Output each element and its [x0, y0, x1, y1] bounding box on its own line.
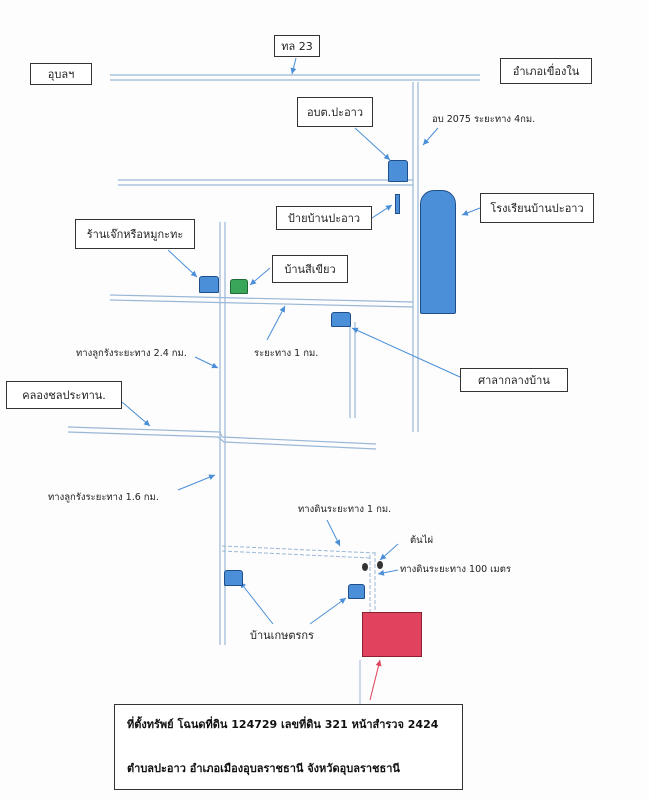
arrow-farmer-right	[309, 597, 347, 625]
arrow-canal	[121, 401, 151, 427]
arrow-dirt-1km	[326, 519, 341, 547]
road-2075	[412, 82, 419, 432]
arrow-sala	[351, 327, 461, 378]
khueang-nai-label: อำเภอเขื่องใน	[500, 58, 592, 84]
sala-label: ศาลากลางบ้าน	[460, 368, 568, 392]
village-sign-label: ป้ายบ้านปะอาว	[276, 206, 372, 230]
dirt-road-1km	[221, 545, 376, 559]
arrow-school	[461, 207, 481, 216]
arrow-ub2075	[422, 127, 439, 146]
sala-building	[331, 312, 351, 327]
caption-line-1: ที่ตั้งทรัพย์ โฉนดที่ดิน 124729 เลขที่ดิ…	[127, 718, 439, 731]
arrow-gravel-24	[194, 356, 219, 369]
upper-cross-road	[118, 179, 413, 186]
arrow-tree	[379, 543, 399, 561]
village-sign-post	[395, 194, 400, 214]
ubon-label: อุบลฯ	[30, 63, 92, 85]
canal-label: คลองชลประทาน.	[6, 381, 122, 409]
ub2075-label: อบ 2075 ระยะทาง 4กม.	[432, 114, 536, 125]
highway-23-road	[110, 74, 480, 81]
shop-label: ร้านเจ๊กหรือหมูกะทะ	[75, 219, 195, 249]
dirt-road-100m	[369, 552, 376, 612]
arrow-village-sign	[371, 204, 393, 219]
gravel-16-label: ทางลูกรังระยะทาง 1.6 กม.	[48, 492, 159, 503]
property-location-caption: ที่ตั้งทรัพย์ โฉนดที่ดิน 124729 เลขที่ดิ…	[114, 704, 463, 790]
arrow-shop	[167, 249, 198, 278]
farmer-house-right	[348, 584, 365, 599]
dirt-100m-label: ทางดินระยะทาง 100 เมตร	[400, 564, 511, 575]
arrow-road-23	[290, 57, 297, 75]
road-23-label: ทล 23	[274, 35, 320, 57]
caption-line-2: ตำบลปะอาว อำเภอเมืองอุบลราชธานี จังหวัดอ…	[127, 762, 400, 775]
school-label: โรงเรียนบ้านปะอาว	[480, 193, 594, 223]
bamboo-tree-icon	[362, 561, 383, 571]
middle-cross-road	[109, 294, 414, 308]
obt-label: อบต.ปะอาว	[297, 97, 373, 127]
green-house-building	[230, 279, 248, 294]
green-house-label: บ้านสีเขียว	[272, 255, 348, 283]
side-road	[349, 322, 356, 418]
farmer-house-label: บ้านเกษตรกร	[250, 629, 314, 642]
arrow-dist-1km	[266, 305, 286, 341]
irrigation-canal	[67, 426, 377, 450]
shop-building	[199, 276, 219, 293]
property-plot	[362, 612, 422, 657]
gravel-24-label: ทางลูกรังระยะทาง 2.4 กม.	[76, 348, 187, 359]
dist-1km-label: ระยะทาง 1 กม.	[254, 348, 319, 359]
school-building	[420, 190, 456, 314]
arrow-farmer-left	[239, 581, 274, 625]
arrow-gravel-16	[177, 474, 216, 491]
tree-label: ต้นไผ่	[410, 535, 434, 546]
farmer-house-left	[224, 570, 243, 586]
dirt-1km-label: ทางดินระยะทาง 1 กม.	[298, 504, 392, 515]
arrow-green-house	[249, 267, 271, 286]
arrow-dirt-100m	[377, 569, 399, 576]
arrow-obt	[354, 127, 391, 161]
obt-building	[388, 160, 408, 182]
arrow-property	[369, 659, 382, 701]
